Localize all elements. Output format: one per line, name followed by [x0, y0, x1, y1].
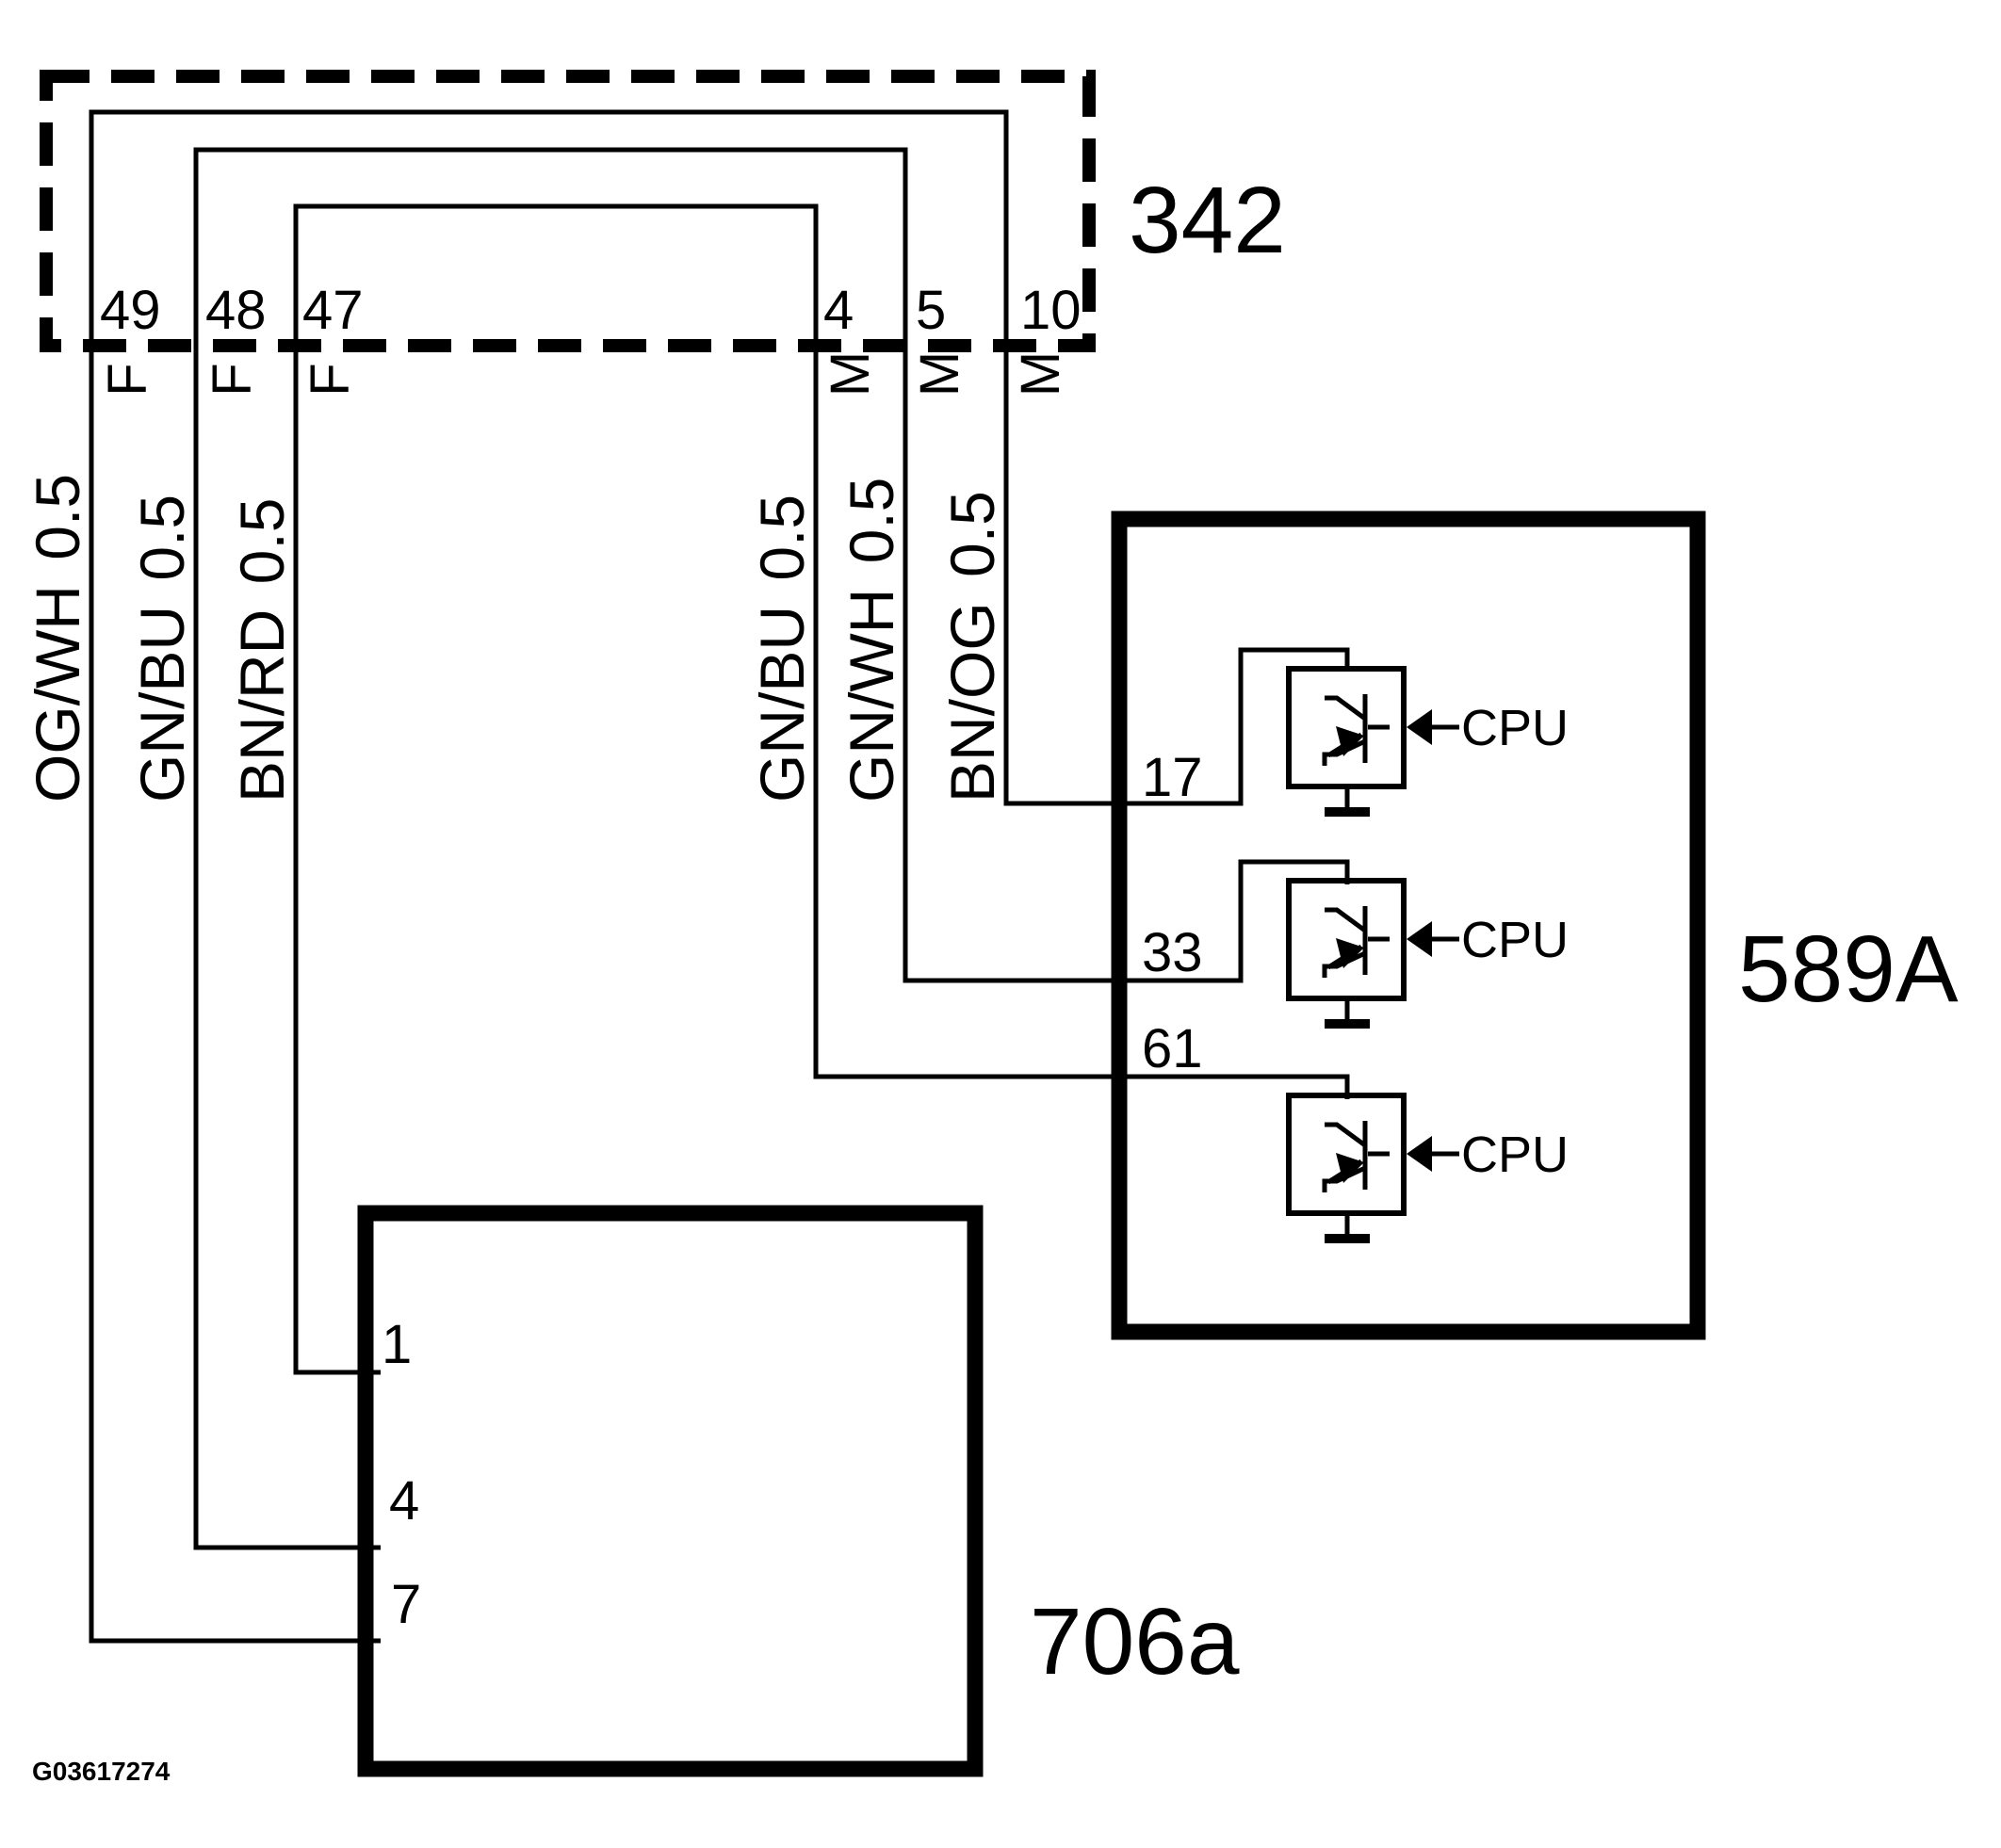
pin-47-label: 47: [302, 280, 364, 341]
wire-label-gnbu-left: GN/BU 0.5: [127, 494, 197, 802]
connector-342-label: 342: [1129, 168, 1286, 273]
optocoupler-2: [1289, 881, 1459, 1029]
pin-5-label: 5: [916, 280, 946, 341]
pin-47-gender-label: F: [300, 363, 361, 396]
wire-label-gnwh: GN/WH 0.5: [837, 478, 906, 802]
connector-342-outline: [40, 70, 1096, 352]
pin-7-label: 7: [391, 1574, 421, 1635]
wire-label-gnbu-right: GN/BU 0.5: [747, 494, 817, 802]
cpu-label-2: CPU: [1461, 912, 1569, 968]
figure-id: G03617274: [32, 1757, 171, 1786]
module-706a-label: 706a: [1030, 1589, 1240, 1694]
pin-1-label: 1: [382, 1314, 412, 1375]
pin-10-label: 10: [1020, 280, 1082, 341]
optocoupler-1: [1289, 669, 1459, 817]
wire-label-bnog: BN/OG 0.5: [937, 491, 1007, 802]
pin-48-label: 48: [205, 280, 267, 341]
wire-ogwh-49-to-706a7-and-bnog-10-to-589a17: [89, 109, 1350, 1644]
pin-61-label: 61: [1142, 1018, 1203, 1079]
pin-4-label: 4: [823, 280, 854, 341]
module-706a-outline: [357, 1205, 984, 1777]
pin-4b-label: 4: [389, 1470, 419, 1532]
pin-5-gender-label: M: [909, 351, 970, 397]
pin-10-gender-label: M: [1010, 351, 1071, 397]
module-589a-outline: [1111, 511, 1706, 1340]
wire-label-bnrd: BN/RD 0.5: [227, 498, 297, 802]
cpu-label-3: CPU: [1461, 1127, 1569, 1183]
module-589a-label: 589A: [1738, 916, 1959, 1022]
module-706a: 706a 1 4 7: [357, 1205, 1240, 1777]
wires: [89, 109, 1350, 1644]
wire-color-labels: OG/WH 0.5 GN/BU 0.5 BN/RD 0.5 GN/BU 0.5 …: [23, 474, 1007, 802]
pin-33-label: 33: [1142, 922, 1203, 983]
pin-49-label: 49: [100, 280, 161, 341]
pin-49-gender-label: F: [97, 363, 158, 396]
pin-4-gender-label: M: [820, 351, 881, 397]
module-589a: 589A 17 33 61 CPU CPU CPU: [1111, 511, 1959, 1340]
wire-bnrd-47-to-706a1-and-gnbu-4-to-589a61: [293, 203, 1350, 1375]
pin-48-gender-label: F: [202, 363, 263, 396]
connector-342: 342 49 48 47 4 5 10 F F F M M M: [40, 70, 1286, 397]
wire-gnbu-48-to-706a4-and-gnwh-5-to-589a33: [193, 147, 1350, 1550]
optocoupler-3: [1289, 1095, 1459, 1243]
wire-label-ogwh: OG/WH 0.5: [23, 474, 92, 802]
pin-17-label: 17: [1142, 747, 1203, 808]
cpu-label-1: CPU: [1461, 700, 1569, 756]
